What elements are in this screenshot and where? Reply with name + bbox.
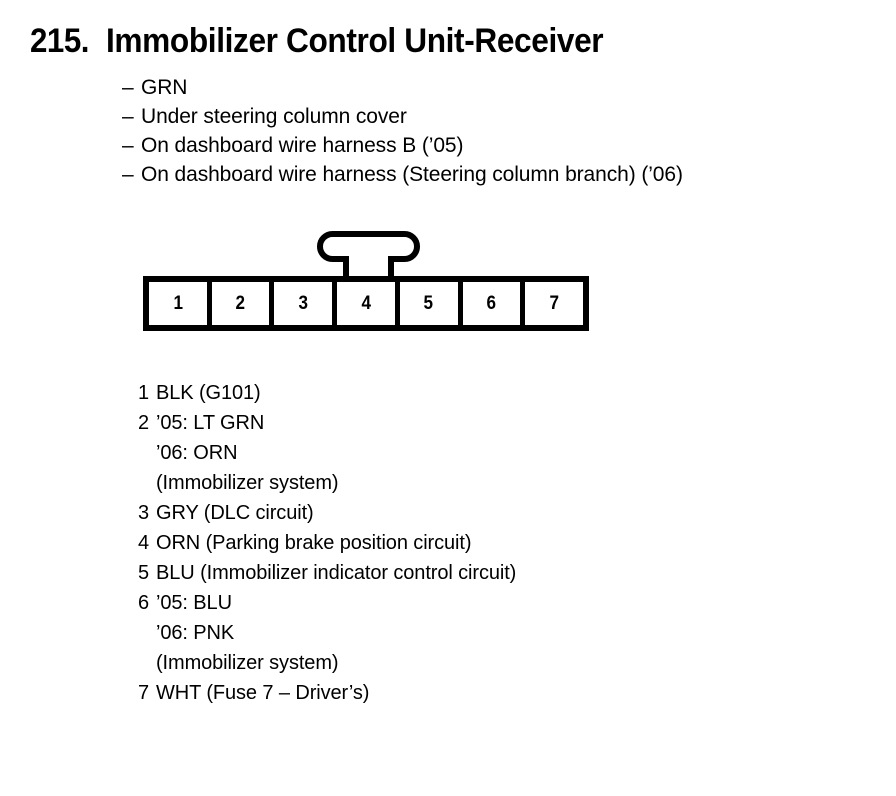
legend-entry: 5 BLU (Immobilizer indicator control circ… — [138, 558, 516, 588]
notes-list: –GRN–Under steering column cover–On dash… — [122, 73, 683, 189]
legend-description-line: WHT (Fuse 7 – Driver’s) — [156, 682, 370, 704]
legend-description-line: ’06: ORN — [156, 442, 238, 464]
legend-pin-number: 3 — [138, 502, 150, 524]
connector-pin-5: 5 — [399, 282, 463, 325]
legend-description: ORN (Parking brake position circuit) — [156, 528, 472, 558]
legend-description: ’05: LT GRN ’06: ORN (Immobilizer system) — [156, 408, 339, 498]
legend-description: WHT (Fuse 7 – Driver’s) — [156, 678, 369, 708]
note-item: –GRN — [122, 73, 683, 102]
note-text: GRN — [141, 76, 188, 99]
legend-description-line: GRY (DLC circuit) — [156, 502, 314, 524]
pin-legend: 1 BLK (G101) 2 ’05: LT GRN ’06: ORN (Immobili… — [138, 378, 516, 708]
legend-description: BLK (G101) — [156, 378, 261, 408]
pin-number-label: 7 — [549, 292, 559, 314]
legend-entry: 2 ’05: LT GRN ’06: ORN (Immobilizer system) — [138, 408, 516, 498]
legend-pin-number: 7 — [138, 682, 150, 704]
legend-description-line: ORN (Parking brake position circuit) — [156, 532, 472, 554]
pin-number-label: 6 — [486, 292, 497, 314]
connector-pin-2: 2 — [211, 282, 275, 325]
legend-description-line: BLU (Immobilizer indicator control circu… — [156, 562, 517, 584]
legend-entry: 6 ’05: BLU ’06: PNK (Immobilizer system) — [138, 588, 516, 678]
connector-diagram: 1 2 3 4 5 6 7 — [143, 231, 593, 333]
pin-number-label: 4 — [361, 292, 371, 314]
connector-pin-3: 3 — [274, 282, 338, 325]
pin-number-label: 3 — [298, 292, 309, 314]
legend-description: GRY (DLC circuit) — [156, 498, 314, 528]
connector-pin-4: 4 — [337, 282, 400, 325]
pin-number-label: 2 — [235, 292, 246, 314]
pin-number-label: 1 — [173, 292, 183, 314]
legend-description: BLU (Immobilizer indicator control circu… — [156, 558, 516, 588]
legend-pin-number: 6 — [138, 592, 150, 614]
legend-description: ’05: BLU ’06: PNK (Immobilizer system) — [156, 588, 339, 678]
section-title: Immobilizer Control Unit-Receiver — [106, 22, 604, 60]
legend-description-line: (Immobilizer system) — [156, 472, 339, 494]
connector-pin-6: 6 — [462, 282, 526, 325]
note-dash-icon: – — [122, 105, 134, 128]
note-dash-icon: – — [122, 163, 134, 186]
note-item: –Under steering column cover — [122, 102, 683, 131]
page-title: 215. Immobilizer Control Unit-Receiver — [30, 22, 641, 61]
legend-description-line: BLK (G101) — [156, 382, 261, 404]
pin-number-label: 5 — [423, 292, 434, 314]
legend-pin-number: 2 — [138, 412, 150, 434]
legend-pin-number: 4 — [138, 532, 150, 554]
connector-pin-7: 7 — [525, 282, 584, 325]
legend-description-line: ’05: LT GRN — [156, 412, 265, 434]
legend-entry: 1 BLK (G101) — [138, 378, 516, 408]
legend-description-line: ’05: BLU — [156, 592, 232, 614]
note-text: On dashboard wire harness (Steering colu… — [141, 163, 683, 186]
connector-body: 1 2 3 4 5 6 7 — [143, 276, 589, 331]
note-dash-icon: – — [122, 76, 134, 99]
legend-entry: 3 GRY (DLC circuit) — [138, 498, 516, 528]
legend-pin-number: 1 — [138, 382, 150, 404]
section-number: 215. — [30, 22, 90, 60]
legend-pin-number: 5 — [138, 562, 150, 584]
note-item: –On dashboard wire harness B (’05) — [122, 131, 683, 160]
legend-description-line: (Immobilizer system) — [156, 652, 339, 674]
note-dash-icon: – — [122, 134, 134, 157]
legend-entry: 4 ORN (Parking brake position circuit) — [138, 528, 516, 558]
legend-description-line: ’06: PNK — [156, 622, 235, 644]
legend-entry: 7 WHT (Fuse 7 – Driver’s) — [138, 678, 516, 708]
note-text: Under steering column cover — [141, 105, 407, 128]
note-item: –On dashboard wire harness (Steering col… — [122, 160, 683, 189]
note-text: On dashboard wire harness B (’05) — [141, 134, 464, 157]
connector-pin-1: 1 — [149, 282, 212, 325]
